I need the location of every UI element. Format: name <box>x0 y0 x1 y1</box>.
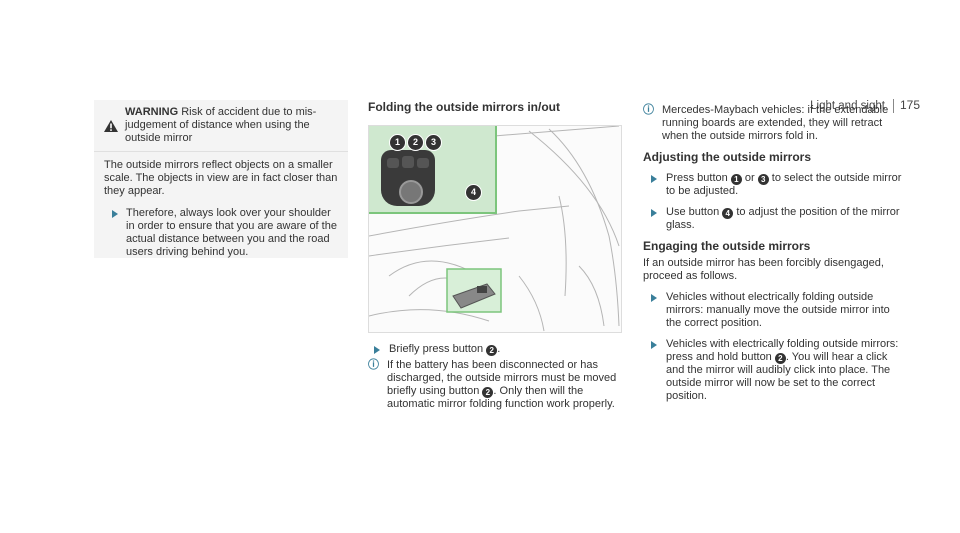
engage-step-2: Vehicles with electrically folding outsi… <box>643 338 903 403</box>
button-3-badge: 3 <box>757 174 769 185</box>
right-mirror-button <box>417 158 429 168</box>
adjust-step-1-or: or <box>744 172 755 184</box>
engage-heading: Engaging the outside mirrors <box>643 239 811 253</box>
mirror-switch-panel <box>381 150 435 206</box>
button-2-badge: 2 <box>482 387 494 398</box>
folding-note: ⓘ If the battery has been disconnected o… <box>368 359 618 411</box>
warning-step: Therefore, always look over your shoulde… <box>104 207 338 259</box>
folding-step-text: Briefly press button <box>389 343 484 355</box>
callout-4: 4 <box>465 184 482 201</box>
warning-header: WARNING Risk of accident due to mis-judg… <box>94 100 348 152</box>
folding-step: Briefly press button 2. <box>368 343 618 356</box>
step-arrow-icon <box>651 209 657 217</box>
button-4-badge: 4 <box>722 208 734 219</box>
warning-text: The outside mirrors reflect objects on a… <box>104 159 338 197</box>
right-column: ⓘ Mercedes-Maybach vehicles: if the exte… <box>643 104 903 411</box>
engage-step-2-rest: . You will hear a click and the mirror w… <box>666 351 891 402</box>
button-1-badge: 1 <box>730 174 742 185</box>
page-number: 175 <box>899 98 920 112</box>
info-icon: ⓘ <box>643 104 654 116</box>
warning-title: Risk of accident due to mis-judgement of… <box>125 106 317 144</box>
engage-step-1: Vehicles without electrically folding ou… <box>643 291 903 330</box>
warning-step-text: Therefore, always look over your shoulde… <box>126 207 337 258</box>
step-arrow-icon <box>651 341 657 349</box>
adjust-knob <box>399 180 423 204</box>
warning-body: The outside mirrors reflect objects on a… <box>94 152 348 266</box>
section-title: Light and sight <box>810 100 885 112</box>
door-panel-illustration <box>369 126 620 332</box>
left-mirror-button <box>387 158 399 168</box>
adjust-step-1-text: Press button <box>666 172 728 184</box>
fold-button <box>402 156 414 168</box>
mirror-control-figure: 1 2 3 4 <box>368 125 622 333</box>
button-2-badge: 2 <box>486 345 498 356</box>
warning-box: WARNING Risk of accident due to mis-judg… <box>94 100 348 258</box>
page-header: Light and sight 175 <box>810 98 920 113</box>
info-icon: ⓘ <box>368 359 379 371</box>
control-inset: 1 2 3 4 <box>369 126 497 214</box>
folding-note-pre: If the battery has been disconnected or … <box>387 359 617 397</box>
step-arrow-icon <box>651 294 657 302</box>
engage-intro: If an outside mirror has been forcibly d… <box>643 257 884 282</box>
maybach-note-text: Mercedes-Maybach vehicles: if the extend… <box>662 104 889 142</box>
folding-note-post: . Only then will the automatic mirror fo… <box>387 385 615 410</box>
button-2-badge: 2 <box>774 353 786 364</box>
callout-2: 2 <box>407 134 424 151</box>
adjust-step-1: Press button 1 or 3 to select the outsid… <box>643 172 903 198</box>
warning-label: WARNING <box>125 106 179 118</box>
callout-3: 3 <box>425 134 442 151</box>
adjust-step-2-text: Use button <box>666 206 720 218</box>
adjust-step-1-rest: to select the outside mirror to be adjus… <box>666 172 902 197</box>
engage-step-2-text: Vehicles with electrically folding outsi… <box>666 338 899 363</box>
adjust-heading: Adjusting the outside mirrors <box>643 150 812 164</box>
adjust-step-2: Use button 4 to adjust the position of t… <box>643 206 903 232</box>
step-arrow-icon <box>374 346 380 354</box>
callout-1: 1 <box>389 134 406 151</box>
maybach-note: ⓘ Mercedes-Maybach vehicles: if the exte… <box>643 104 903 143</box>
header-divider <box>892 98 894 113</box>
step-arrow-icon <box>112 210 118 218</box>
step-arrow-icon <box>651 175 657 183</box>
folding-heading: Folding the outside mirrors in/out <box>368 100 560 114</box>
folding-instructions: Briefly press button 2. ⓘ If the battery… <box>368 343 618 414</box>
warning-triangle-icon <box>104 120 118 132</box>
engage-step-1-text: Vehicles without electrically folding ou… <box>666 291 890 329</box>
adjust-step-2-rest: to adjust the position of the mirror gla… <box>666 206 900 231</box>
